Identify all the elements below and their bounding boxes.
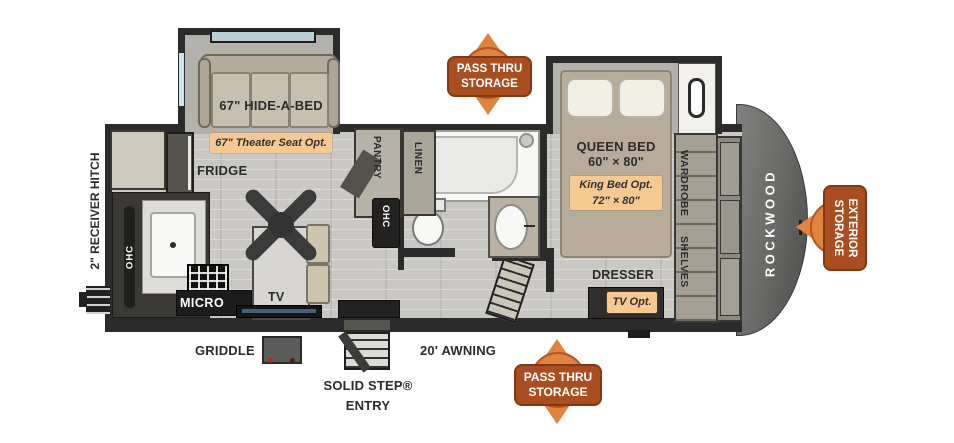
pantry-label: PANTRY (371, 136, 382, 179)
king-bed-option-line1: King Bed Opt. (579, 179, 653, 191)
griddle-label: GRIDDLE (195, 343, 255, 358)
bottom-wall (105, 318, 742, 332)
pass-thru-storage-badge: PASS THRU STORAGE (447, 56, 532, 97)
hall-ohc-label: OHC (380, 205, 391, 228)
step-wall (546, 248, 554, 292)
shower-tub (432, 136, 518, 194)
solid-step-line1: SOLID STEP® (323, 378, 413, 393)
linen-label: LINEN (412, 142, 423, 175)
badge-line1: EXTERIOR (846, 198, 859, 258)
griddle-knob (268, 358, 273, 363)
micro-label: MICRO (180, 296, 225, 310)
badge-line1: PASS THRU (523, 370, 593, 384)
sofa-arm-left (198, 58, 211, 128)
pass-thru-storage-badge: PASS THRU STORAGE (514, 364, 602, 406)
storage-box (720, 258, 740, 316)
fridge-door-line (188, 136, 191, 190)
sofa-cushion (289, 72, 329, 128)
rear-overhead-cabinet (110, 130, 166, 190)
badge-pointer-down-icon (542, 402, 572, 424)
hitch-graphic-arm (79, 292, 87, 307)
badge-pointer-down-icon (474, 95, 502, 115)
bed-pillow (618, 78, 666, 118)
kitchen-ohc-label: OHC (124, 244, 136, 270)
hitch-graphic (86, 286, 110, 314)
hall-ohc-cabinet (372, 198, 400, 248)
hall-bench (338, 300, 400, 318)
awning-label: 20' AWNING (420, 343, 497, 358)
entry-door-leaf (344, 320, 390, 330)
tv-label: TV (268, 290, 285, 304)
microwave-unit (176, 290, 252, 316)
griddle-graphic (262, 336, 302, 364)
stabilizer-nub (628, 330, 650, 338)
solid-step-line2: ENTRY (345, 398, 391, 414)
solid-step-label: SOLID STEP® ENTRY (310, 376, 426, 416)
storage-box (720, 200, 740, 254)
exterior-storage-badge: EXTERIOR STORAGE (823, 185, 867, 271)
tv-screen-line (242, 309, 316, 313)
king-bed-option-badge: King Bed Opt. 72" × 80" (570, 176, 662, 210)
badge-line1: PASS THRU (456, 63, 523, 76)
wardrobe-label: WARDROBE (678, 150, 690, 217)
badge-line2: STORAGE (528, 385, 588, 399)
slideout-window (178, 52, 185, 107)
vanity-faucet-icon (524, 225, 535, 227)
ceiling-fan-icon (236, 180, 326, 270)
brand-rockwood-label: ROCKWOOD (762, 168, 778, 278)
linen-cabinet (402, 130, 436, 216)
stove-cooktop (187, 264, 229, 292)
shower-head-icon (519, 133, 534, 148)
kitchen-ohc-rail (124, 206, 135, 308)
toilet-bowl (412, 210, 444, 246)
queen-bed-label: QUEEN BED (576, 139, 656, 154)
hide-a-bed-label: 67" HIDE-A-BED (219, 98, 323, 113)
top-wall (105, 124, 742, 132)
bedroom-window (688, 78, 705, 118)
king-bed-option-line2: 72" × 80" (592, 194, 640, 207)
slideout-top-window (210, 30, 316, 43)
sink-faucet-icon (170, 242, 176, 248)
badge-line2: STORAGE (832, 199, 844, 257)
storage-box (720, 142, 740, 196)
dresser-label: DRESSER (592, 268, 654, 282)
griddle-knob (290, 358, 295, 363)
queen-bed-size-label: 60" × 80" (588, 155, 644, 169)
badge-line2: STORAGE (461, 77, 518, 90)
bed-pillow (566, 78, 614, 118)
receiver-hitch-label: 2" RECEIVER HITCH (88, 152, 102, 270)
bath-wall-right (540, 124, 547, 260)
chaise-seat (306, 264, 330, 304)
bath-wall-bottom-left (398, 248, 455, 257)
rear-wall (105, 124, 112, 332)
fridge-label: FRIDGE (197, 163, 248, 178)
vanity-sink (494, 204, 528, 250)
wardrobe-cabinet (674, 133, 718, 323)
fan-hub (268, 212, 294, 238)
theater-seat-option-badge: 67" Theater Seat Opt. (210, 133, 332, 153)
shelves-label: SHELVES (678, 236, 690, 288)
tv-option-badge: TV Opt. (607, 292, 657, 313)
